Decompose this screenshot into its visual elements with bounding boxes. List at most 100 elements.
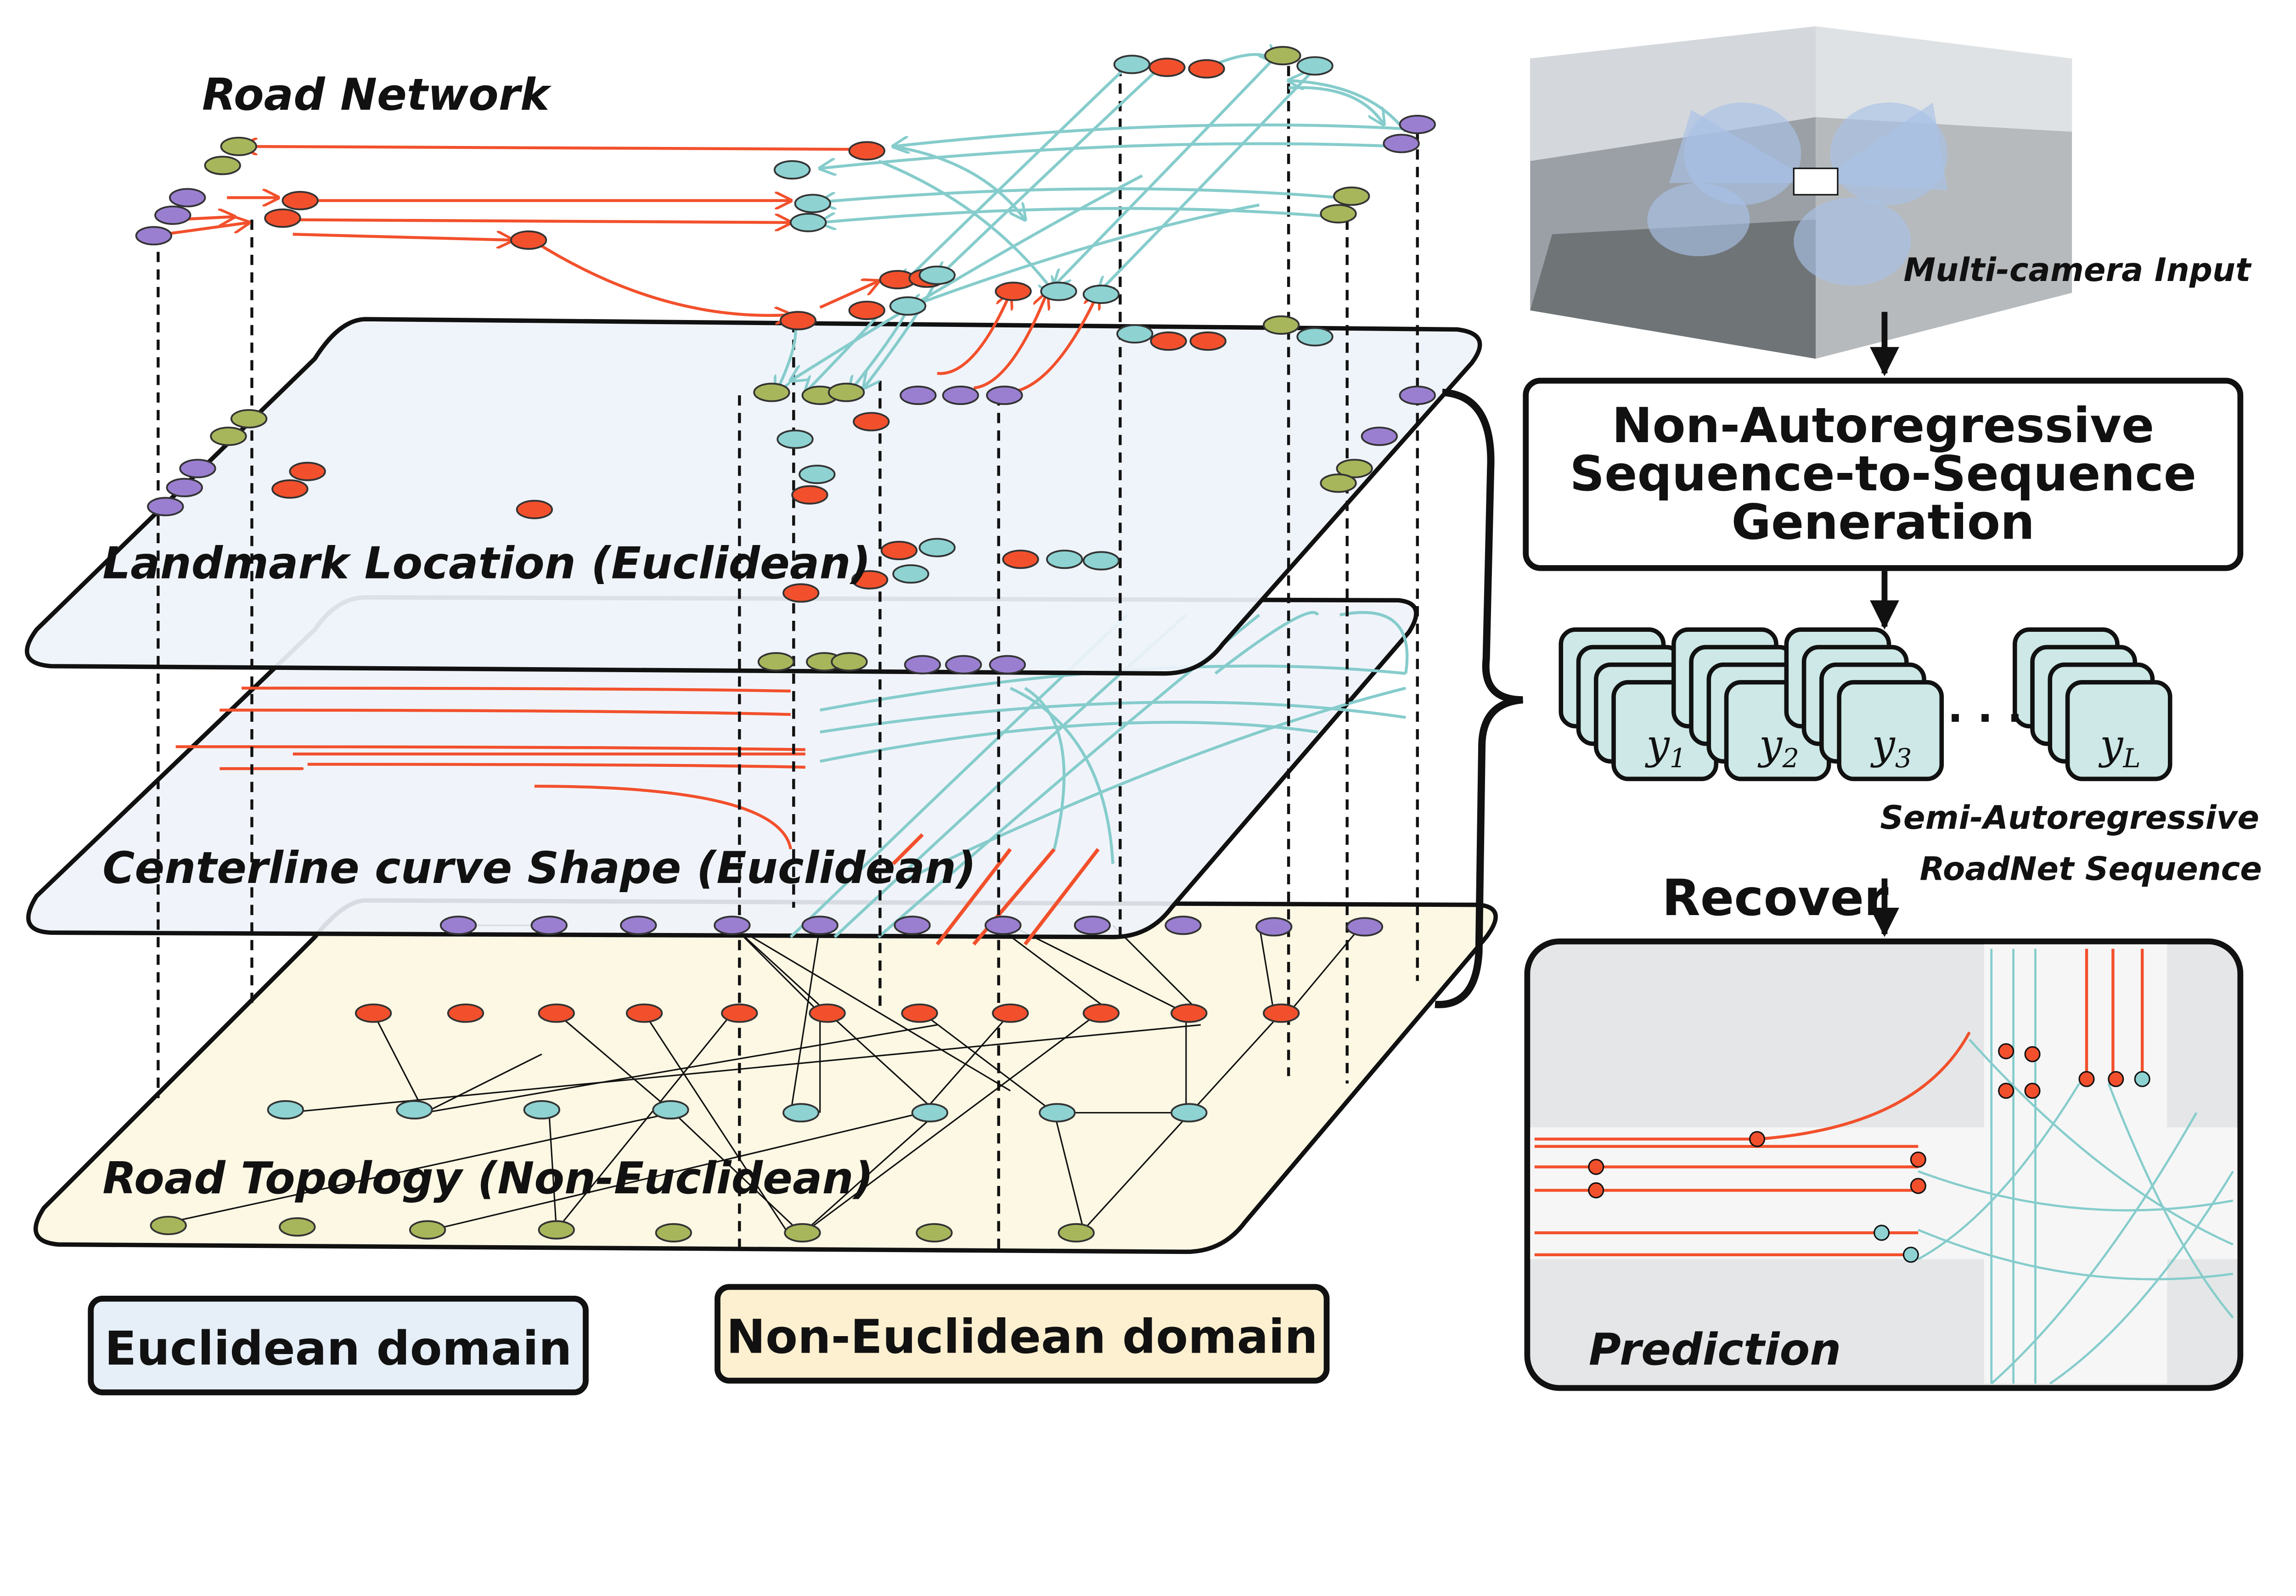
graph-node [396, 1100, 433, 1120]
graph-node [267, 1100, 304, 1120]
red-edge [1010, 293, 1098, 394]
teal-edge [893, 123, 1406, 146]
predicted-node [1588, 1158, 1604, 1175]
graph-node [757, 652, 795, 672]
generator-line-3: Generation [1732, 494, 2035, 550]
teal-edge [878, 159, 1054, 293]
graph-node [210, 427, 247, 446]
graph-node [1255, 917, 1293, 937]
graph-node [1171, 1103, 1208, 1123]
teal-edge [1098, 72, 1312, 292]
teal-edge [791, 174, 1143, 381]
graph-node [851, 570, 889, 590]
sequence-token-label: y3 [1870, 721, 1912, 774]
predicted-node [1902, 1247, 1919, 1263]
graph-node [516, 500, 553, 519]
graph-nodes [135, 46, 1436, 1242]
teal-centerline [820, 720, 1318, 763]
graph-node [827, 382, 865, 402]
graph-node [916, 1223, 953, 1242]
non-autoregressive-generator-box [1523, 377, 2244, 571]
prediction-map [1524, 938, 2244, 1391]
graph-node [154, 205, 191, 225]
teal-edge [820, 207, 1333, 223]
graph-node [779, 311, 817, 331]
graph-node [777, 429, 814, 449]
red-edge [242, 146, 864, 149]
multi-camera-input-label: Multi-camera Input [1903, 251, 2252, 289]
sequence-token-card [1837, 680, 1944, 781]
topology-edge [424, 1053, 542, 1113]
teal-edge [908, 203, 1260, 307]
predicted-node [2134, 1071, 2150, 1087]
centerline-layer-label: Centerline curve Shape (Euclidean) [102, 842, 976, 894]
graph-node [714, 916, 751, 935]
graph-node [794, 194, 831, 214]
topology-edge [1288, 925, 1362, 1014]
graph-node [1189, 331, 1227, 351]
graph-node [918, 265, 956, 285]
red-edge [534, 240, 791, 315]
graph-node [853, 412, 890, 432]
graph-node [166, 478, 203, 497]
predicted-node [2108, 1071, 2124, 1087]
graph-node [1002, 550, 1039, 569]
teal-centerline [1024, 687, 1066, 850]
topology-edge [732, 924, 1011, 1092]
token-subscript: L [2122, 743, 2140, 774]
euclidean-domain-legend [88, 1296, 589, 1395]
euclidean-domain-text: Euclidean domain [105, 1321, 572, 1376]
multi-camera-input-image [1530, 26, 2072, 359]
landmark-layer [25, 317, 1482, 676]
predicted-teal-lane [1918, 1170, 2234, 1212]
predicted-red-lane [1534, 1031, 1971, 1141]
predicted-node [1910, 1151, 1926, 1168]
predicted-node [2024, 1083, 2041, 1099]
topology-edge [548, 1113, 557, 1230]
vertical-projection-lines [157, 66, 1419, 1252]
road-network-edges [163, 55, 1407, 394]
teal-edge [893, 145, 1025, 219]
graph-node [271, 479, 309, 499]
graph-node [1320, 204, 1357, 224]
graph-node [1346, 917, 1384, 937]
sequence-ellipsis: · · · [1947, 694, 2023, 742]
sequence-token-label: y2 [1757, 721, 1799, 774]
graph-node [1336, 459, 1373, 478]
red-centerline [1023, 848, 1100, 946]
token-base: y [1757, 721, 1783, 769]
graph-node [989, 655, 1026, 674]
topology-edge [1258, 925, 1275, 1013]
predicted-teal-lane [1991, 1112, 2198, 1385]
topology-edge [922, 1012, 1011, 1113]
graph-node [799, 465, 836, 484]
red-edge [293, 234, 512, 240]
graph-node [1040, 281, 1077, 301]
graph-node [1074, 916, 1111, 935]
graph-node [892, 564, 929, 584]
token-subscript: 3 [1895, 743, 1912, 774]
graph-node [355, 1003, 392, 1023]
topology-edge [1112, 925, 1201, 1014]
predicted-teal-lane [2049, 1170, 2234, 1385]
predicted-teal-lane [1918, 1229, 2234, 1281]
graph-node [538, 1003, 575, 1023]
graph-node [900, 385, 937, 405]
graph-node [942, 385, 979, 405]
graph-node [279, 1217, 316, 1237]
graph-node [409, 1220, 446, 1240]
teal-edge [937, 69, 1158, 278]
graph-node [530, 916, 568, 935]
predicted-node [1998, 1083, 2015, 1099]
landmark-layer-label: Landmark Location (Euclidean) [102, 538, 871, 589]
token-subscript: 1 [1670, 743, 1687, 774]
predicted-node [2078, 1071, 2095, 1087]
red-centerline [219, 708, 791, 716]
graph-node [1046, 550, 1083, 569]
graph-node [1148, 57, 1186, 77]
red-centerline [307, 763, 805, 769]
graph-node [791, 485, 828, 505]
topology-edge [995, 925, 1114, 1014]
graph-node [1399, 114, 1436, 135]
